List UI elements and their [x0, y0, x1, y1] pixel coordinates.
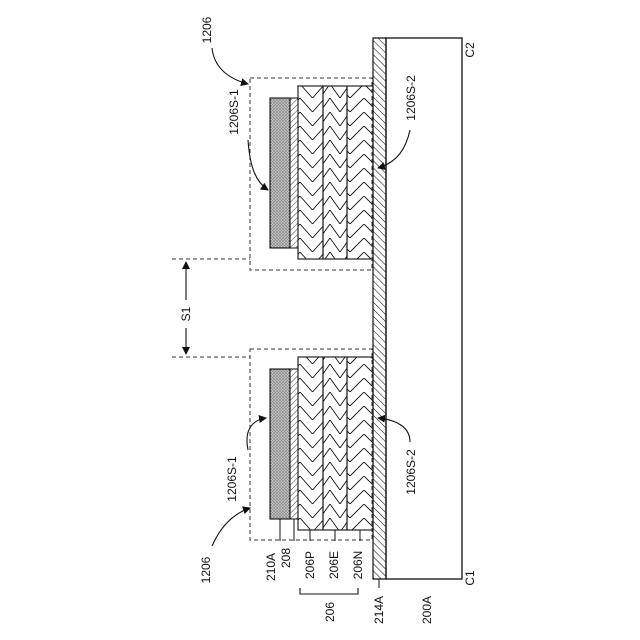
- label-200a: 200A: [420, 596, 434, 624]
- electrode-210a-bottom: [270, 369, 290, 519]
- label-206n: 206N: [351, 551, 365, 580]
- label-c2: C2: [463, 42, 477, 58]
- label-1206s1-top: 1206S-1: [227, 89, 241, 135]
- electrode-210a-top: [270, 98, 290, 248]
- label-1206s1-bottom: 1206S-1: [225, 456, 239, 502]
- label-214a: 214A: [372, 596, 386, 624]
- layer-208-top: [290, 98, 298, 248]
- label-1206s2-bottom: 1206S-2: [404, 449, 418, 495]
- layer-206e-bottom: [323, 357, 347, 530]
- label-206: 206: [323, 602, 337, 622]
- layer-206p-top: [298, 86, 323, 259]
- label-208: 208: [279, 548, 293, 568]
- label-s1: S1: [179, 306, 193, 321]
- bracket-206: [300, 588, 358, 594]
- substrate-200a: [386, 38, 462, 579]
- label-1206-bottom: 1206: [199, 556, 213, 583]
- label-1206s2-top: 1206S-2: [404, 75, 418, 121]
- device-bottom: [250, 349, 373, 540]
- layer-206e-top: [323, 86, 347, 259]
- device-top: [250, 78, 373, 270]
- layer-208-bottom: [290, 369, 298, 519]
- layer-214a: [373, 38, 386, 579]
- label-1206-top: 1206: [200, 16, 214, 43]
- label-210a: 210A: [264, 553, 278, 581]
- label-c1: C1: [463, 570, 477, 586]
- layer-206n-bottom: [347, 357, 373, 530]
- layer-206n-top: [347, 86, 373, 259]
- layer-206p-bottom: [298, 357, 323, 530]
- label-206p: 206P: [303, 551, 317, 579]
- label-206e: 206E: [327, 551, 341, 579]
